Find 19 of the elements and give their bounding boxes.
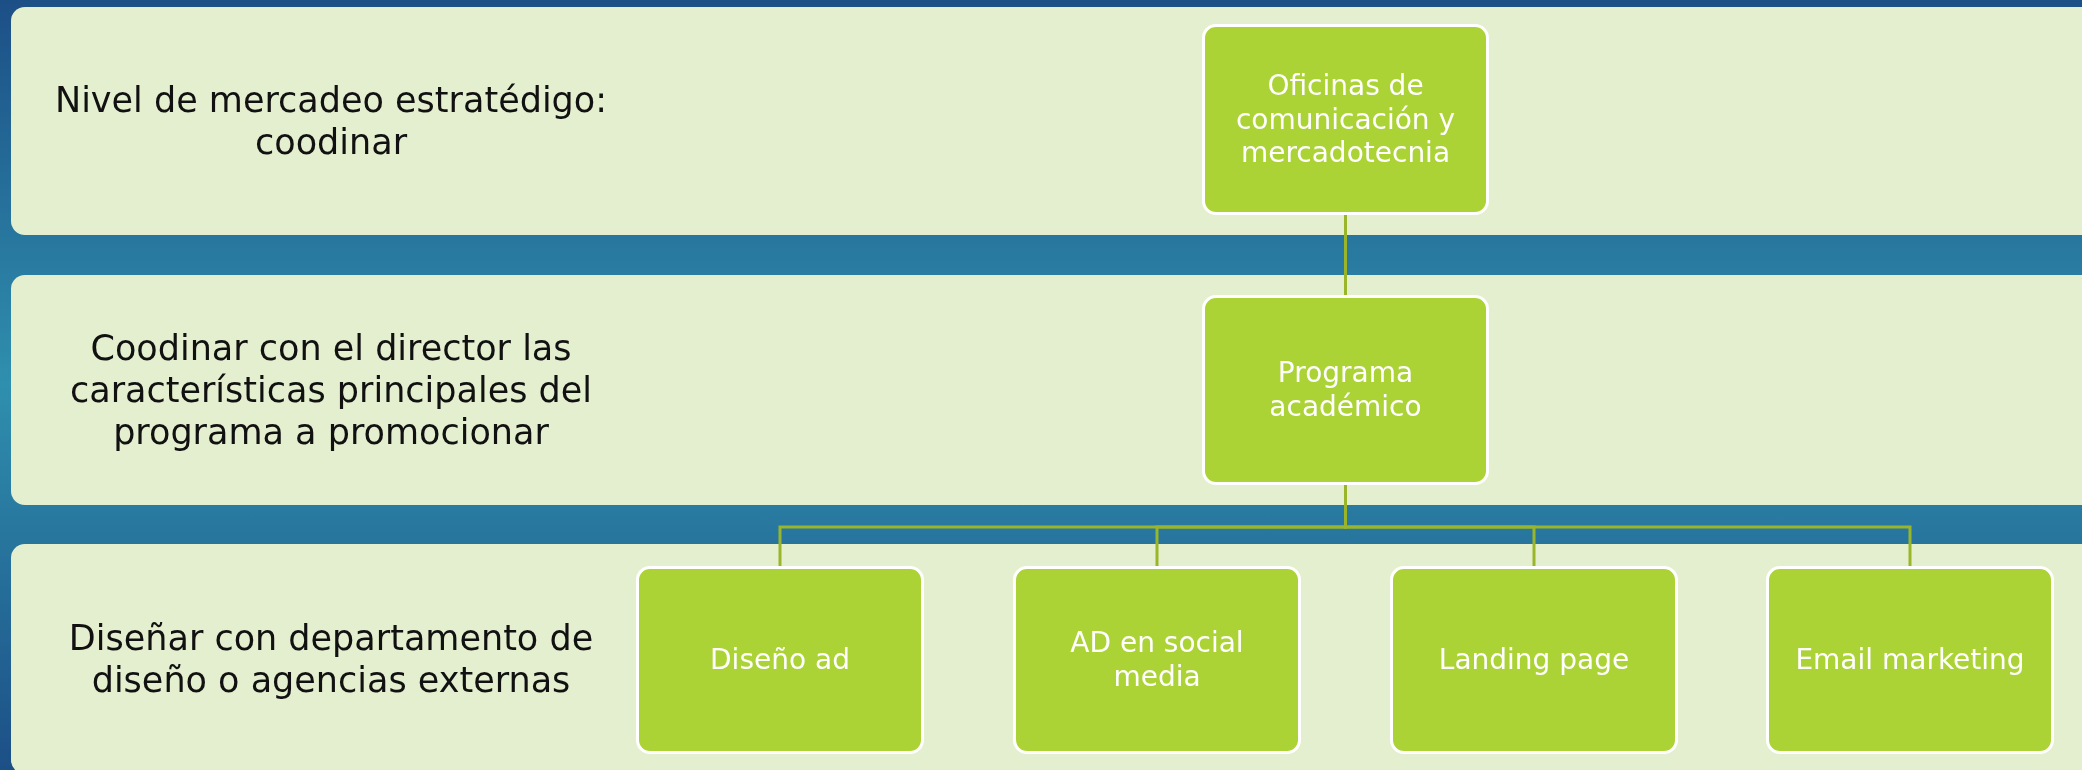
process-box	[1766, 566, 2054, 754]
level-band	[11, 544, 2082, 770]
box-label: Landing page	[1437, 643, 1631, 677]
process-box	[1390, 566, 1678, 754]
process-box	[1013, 566, 1301, 754]
level-description: Diseñar con departamento de diseño o agencias externas	[67, 617, 595, 701]
connector-line	[1344, 215, 1347, 295]
box-label: AD en social media	[1069, 626, 1245, 694]
box-label: Programa académico	[1268, 356, 1423, 424]
level-band	[11, 275, 2082, 505]
level-description: Coodinar con el director las características principales del programa a promocionar	[68, 327, 594, 453]
box-label: Email marketing	[1794, 643, 2026, 677]
process-box	[1202, 295, 1489, 485]
box-label: Oficinas de comunicación y mercadotecnia	[1234, 69, 1457, 170]
process-box	[636, 566, 924, 754]
level-description: Nivel de mercadeo estratédigo: coodinar	[53, 79, 609, 163]
box-label: Diseño ad	[709, 643, 851, 677]
process-box	[1202, 24, 1489, 215]
level-band	[11, 7, 2082, 235]
